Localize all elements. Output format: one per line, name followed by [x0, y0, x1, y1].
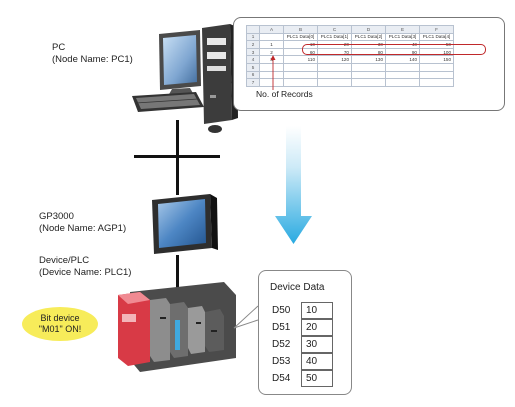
gp-label: GP3000 (Node Name: AGP1) [39, 211, 126, 235]
device-data-row: D52 30 [272, 336, 340, 353]
bubble-line-2: "M01" ON! [38, 324, 82, 334]
device-address: D50 [272, 305, 291, 316]
sheet-row: 5 [246, 62, 454, 72]
pc-label: PC (Node Name: PC1) [52, 42, 133, 66]
device-address: D53 [272, 356, 291, 367]
plc-rack-icon [118, 282, 236, 372]
pc-drop-line [176, 120, 179, 156]
device-data-row: D51 20 [272, 319, 340, 336]
keyboard-icon [132, 92, 204, 112]
device-address: D52 [272, 339, 291, 350]
device-data-box: Device Data D50 10 D51 20 D52 30 D53 40 … [258, 270, 352, 395]
device-data-pointer [233, 305, 259, 329]
mouse-icon [208, 125, 222, 133]
pc-node-name: (Node Name: PC1) [52, 54, 133, 65]
plc-device-name: (Device Name: PLC1) [39, 267, 132, 278]
plc-title: Device/PLC [39, 255, 90, 266]
records-pointer-arrow [270, 55, 276, 90]
transfer-arrow [275, 126, 312, 244]
device-data-title: Device Data [270, 282, 325, 293]
pc-title: PC [52, 42, 66, 53]
spreadsheet-table: A B C D E F 1 PLC1 Data[0] PLC1 Data[1] … [246, 25, 454, 87]
device-address: D54 [272, 373, 291, 384]
data-row-highlight [302, 44, 486, 55]
sheet-row: 3 2 60 70 80 90 100 [246, 47, 454, 57]
bit-device-bubble: Bit device "M01" ON! [22, 307, 98, 341]
spreadsheet-callout: A B C D E F 1 PLC1 Data[0] PLC1 Data[1] … [233, 17, 505, 111]
sheet-row: 1 PLC1 Data[0] PLC1 Data[1] PLC1 Data[2]… [246, 32, 454, 42]
bubble-line-1: Bit device [40, 313, 80, 323]
device-value: 20 [301, 319, 333, 336]
device-address: D51 [272, 322, 291, 333]
device-data-row: D50 10 [272, 302, 340, 319]
gp3000-panel-icon [152, 194, 218, 254]
device-value: 40 [301, 353, 333, 370]
device-value: 50 [301, 370, 333, 387]
sheet-cell [419, 78, 454, 87]
plc-link-line [176, 255, 179, 293]
device-value: 30 [301, 336, 333, 353]
gp-drop-line [176, 157, 179, 195]
records-label: No. of Records [256, 89, 313, 99]
device-value: 10 [301, 302, 333, 319]
gp-node-name: (Node Name: AGP1) [39, 223, 127, 234]
gp-title: GP3000 [39, 211, 74, 222]
plc-label: Device/PLC (Device Name: PLC1) [39, 255, 131, 279]
sheet-row: 6 [246, 70, 454, 80]
network-bus [134, 155, 220, 158]
pc-monitor-icon [159, 30, 201, 96]
device-data-row: D53 40 [272, 353, 340, 370]
sheet-row: 7 [246, 78, 454, 87]
device-data-row: D54 50 [272, 370, 340, 387]
